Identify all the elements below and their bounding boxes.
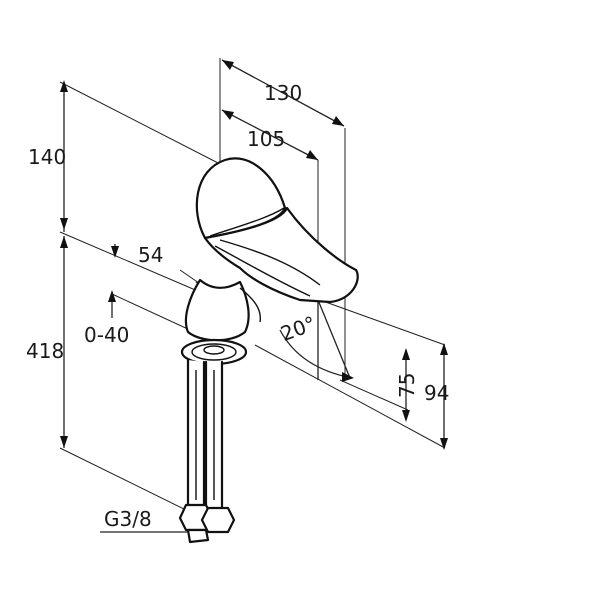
extension-lines xyxy=(59,58,446,513)
label-0-40: 0-40 xyxy=(84,323,129,347)
label-75: 75 xyxy=(395,373,419,398)
label-130: 130 xyxy=(264,81,302,105)
faucet-body xyxy=(178,157,359,544)
label-140: 140 xyxy=(28,145,66,169)
label-54: 54 xyxy=(138,243,163,267)
label-94: 94 xyxy=(424,381,449,405)
label-20-degree: 20° xyxy=(277,311,319,346)
label-g3-8: G3/8 xyxy=(104,507,152,531)
label-105: 105 xyxy=(247,127,285,151)
label-418: 418 xyxy=(26,339,64,363)
